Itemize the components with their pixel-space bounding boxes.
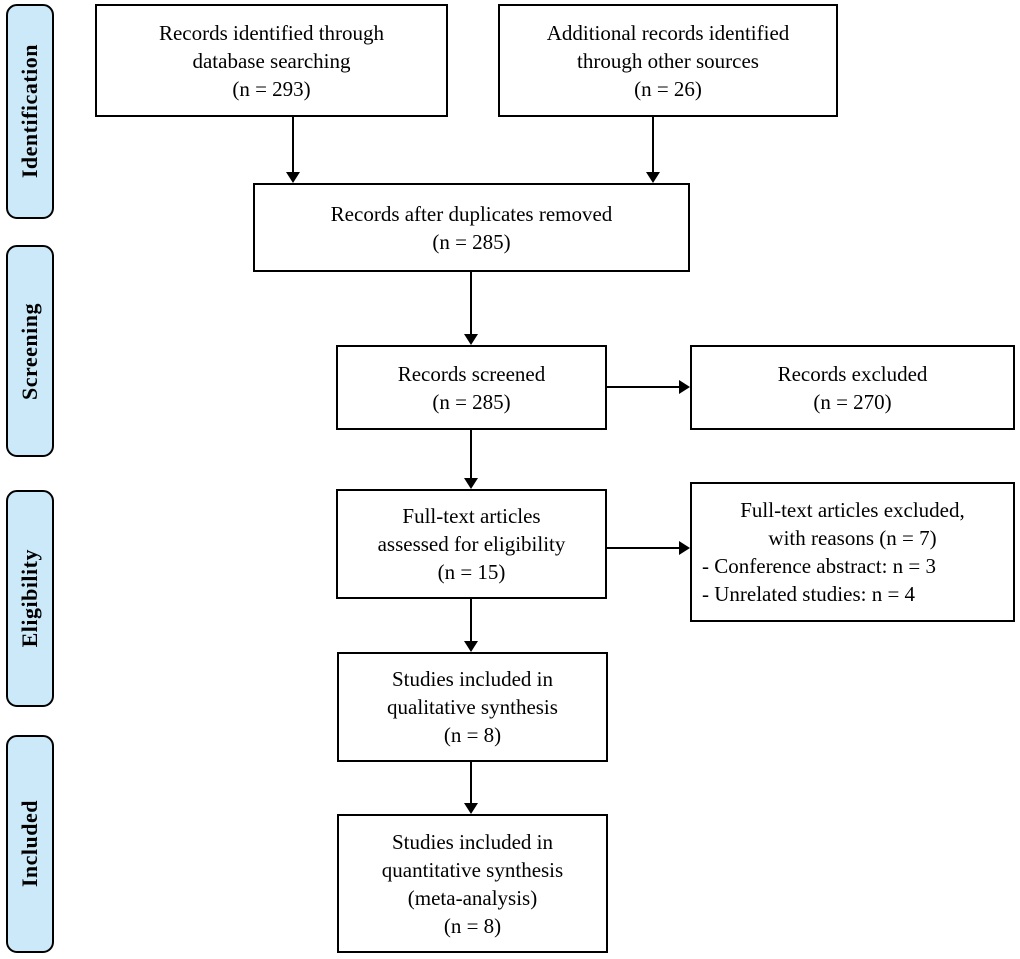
box-text-line: assessed for eligibility [377,532,566,556]
box-text-line: (n = 293) [232,76,311,101]
stage-screening: Screening [6,245,54,457]
box-text-line: quantitative synthesis [381,857,564,882]
box-text-line: (n = 26) [634,76,702,101]
box-text-line: with reasons (n = 7) [768,526,937,550]
box-records-screened: Records screened (n = 285) [336,345,607,430]
arrow-screened-to-fulltext [470,430,472,478]
box-records-identified: Records identified through database sear… [95,4,448,117]
stage-identification-label: Identification [17,44,42,179]
box-text-line: qualitative synthesis [387,695,558,719]
box-text-line: (n = 8) [443,723,502,747]
box-text-line: (meta-analysis) [407,885,538,910]
stage-identification: Identification [6,4,54,219]
box-text-line: Full-text articles [402,504,541,528]
box-text-line: (n = 285) [432,389,511,414]
arrow-additional-to-duplicates [652,117,654,172]
arrow-qualitative-to-quantitative [470,762,472,803]
box-qualitative-synthesis: Studies included in qualitative synthesi… [337,652,608,762]
box-text-line: Studies included in [392,829,553,854]
box-text-line: database searching [192,48,351,73]
arrow-duplicates-to-screened [470,272,472,334]
arrow-identified-to-duplicates [292,117,294,172]
box-text-line: Records screened [397,361,546,386]
box-text-line: (n = 285) [432,229,511,254]
box-text-line: Records identified through [158,20,385,45]
box-text-line-reason: - Unrelated studies: n = 4 [702,582,916,606]
stage-included-label: Included [17,800,42,888]
stage-eligibility-label: Eligibility [17,549,42,648]
box-records-excluded: Records excluded (n = 270) [690,345,1015,430]
stage-included: Included [6,735,54,953]
box-text-line: Records excluded [777,361,928,386]
box-fulltext-excluded: Full-text articles excluded, with reason… [690,482,1015,622]
box-text-line: Studies included in [392,667,553,691]
stage-eligibility: Eligibility [6,490,54,707]
box-additional-records: Additional records identified through ot… [498,4,838,117]
arrow-fulltext-to-fulltext-excluded [607,547,679,549]
box-text-line-reason: - Conference abstract: n = 3 [702,554,936,578]
box-quantitative-synthesis: Studies included in quantitative synthes… [337,814,608,953]
box-text-line: Full-text articles excluded, [740,498,965,522]
box-fulltext-assessed: Full-text articles assessed for eligibil… [336,489,607,599]
box-duplicates-removed: Records after duplicates removed (n = 28… [253,183,690,272]
arrow-screened-to-excluded [607,386,679,388]
box-text-line: through other sources [577,48,759,73]
box-text-line: (n = 8) [443,913,502,938]
box-text-line: Records after duplicates removed [330,201,613,226]
arrow-fulltext-to-qualitative [470,599,472,641]
box-text-line: Additional records identified [546,20,790,45]
box-text-line: (n = 15) [437,560,506,584]
box-text-line: (n = 270) [813,389,892,414]
stage-screening-label: Screening [17,302,42,400]
